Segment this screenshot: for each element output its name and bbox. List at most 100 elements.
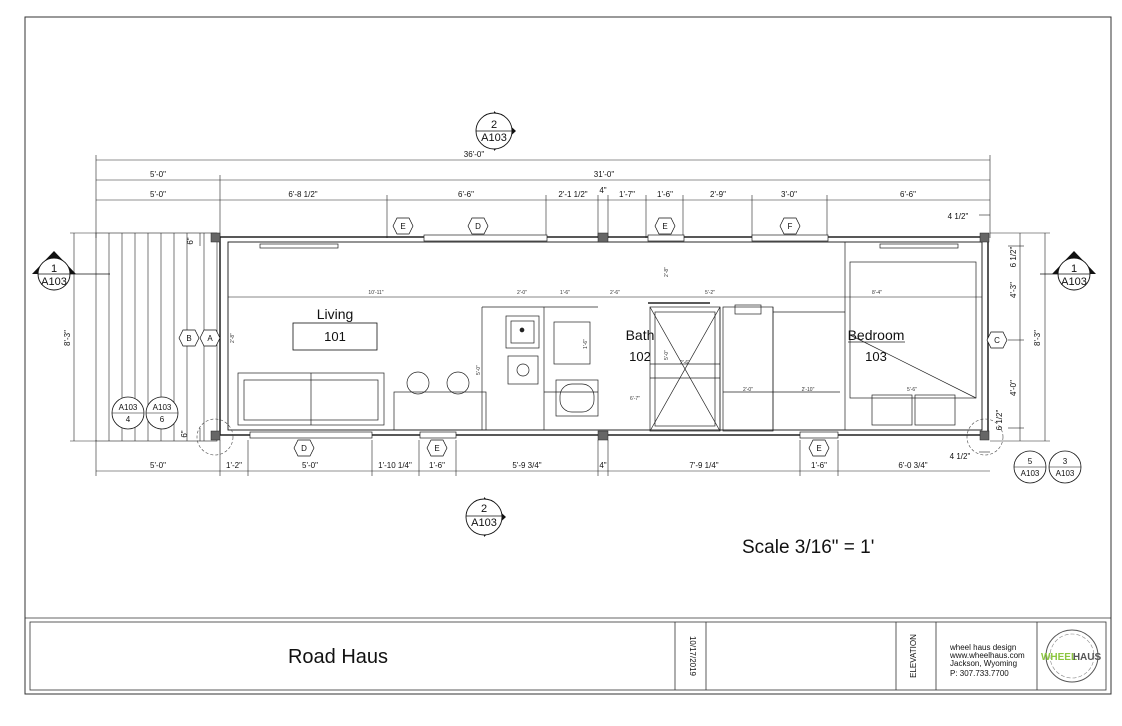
section-sheet: A103 [1061,276,1087,288]
dim-int-14: 1'-6" [583,339,589,349]
window-tag-top-d: D [467,217,489,235]
room-number-living: 101 [324,329,346,344]
dim-deck-top: 6" [186,237,195,244]
dim-body: 31'-0" [594,170,615,179]
room-name-bedroom: Bedroom [848,327,905,343]
section-marker-left: 1 A103 [32,251,110,291]
top-dimensions [95,155,991,238]
section-number: 2 [481,503,487,515]
room-number-bedroom: 103 [865,349,887,364]
corner-posts [210,232,990,441]
window-tag-bottom-d: D [293,439,315,457]
wheelhaus-logo: WHEEL HAUS [1041,629,1102,683]
room-tag-box-living [292,322,378,351]
room-name-living: Living [317,306,354,322]
dim-right-3: 4'-0" [1009,380,1018,396]
grid-tag-a: A [199,329,221,347]
dim-left-overall: 8'-3" [63,330,72,346]
dim-right-1: 6 1/2" [1009,247,1018,268]
dim-top-3: 2'-1 1/2" [558,190,587,199]
dim-int-16: 2'-8" [230,333,236,343]
sheet-border [24,16,1112,695]
logo-text-haus: HAUS [1073,652,1102,663]
dim-int-8: 2'-0" [743,387,753,393]
callout-number: 5 [1028,457,1033,466]
section-sheet: A103 [481,132,507,144]
callout-number: 3 [1063,457,1068,466]
window-tag-label: E [434,444,439,453]
section-number: 2 [491,119,497,131]
dim-top-6: 1'-6" [657,190,673,199]
dim-int-3: 1'-6" [560,290,570,296]
section-marker-right: 1 A103 [1040,251,1096,291]
detail-callout-1: A103 4 [111,396,145,430]
project-title: Road Haus [288,646,388,668]
dim-top-8: 3'-0" [781,190,797,199]
dim-top-4: 4" [599,186,606,195]
callout-sheet: A103 [1056,469,1075,478]
dim-int-6: 8'-4" [872,290,882,296]
window-tag-bottom-e2: E [808,439,830,457]
dim-deck: 5'-0" [150,170,166,179]
dim-bottom-corner: 4 1/2" [950,452,971,461]
window-tag-bottom-e1: E [426,439,448,457]
window-tag-label: D [301,444,307,453]
detail-callout-3: 5 A103 [1013,450,1047,484]
window-tag-label: D [475,222,481,231]
bedroom-furniture [844,242,977,430]
window-tag-top-e2: E [654,217,676,235]
detail-callout-2: A103 6 [145,396,179,430]
window-tag-top-f: F [779,217,801,235]
callout-sheet: A103 [153,403,172,412]
window-tag-label: E [400,222,405,231]
section-sheet: A103 [41,276,67,288]
dim-overall: 36'-0" [464,150,485,159]
dim-top-2: 6'-6" [458,190,474,199]
dim-bottom-10: 6'-0 3/4" [898,461,927,470]
window-tag-label: F [788,222,793,231]
section-marker-bottom: 2 A103 [465,497,506,537]
dim-int-12: 5'-0" [476,365,482,375]
dim-top-1: 6'-8 1/2" [288,190,317,199]
callout-number: 6 [160,415,165,424]
sheet-label: ELEVATION [909,634,918,678]
dashed-posts [196,418,1004,456]
dim-int-1: 10'-11" [368,290,383,296]
grid-tag-b: B [178,329,200,347]
dim-deck-2: 5'-0" [150,190,166,199]
window-tag-label: E [816,444,821,453]
bath-fixtures [648,302,845,432]
bottom-dimensions [95,440,990,476]
grid-tag-label: B [186,334,191,343]
company-web: www.wheelhaus.com [949,651,1025,660]
dim-right-2: 4'-3" [1009,282,1018,298]
side-dimensions [70,232,1050,442]
dim-bottom-1: 5'-0" [150,461,166,470]
room-name-bath: Bath [626,327,655,343]
dim-top-5: 1'-7" [619,190,635,199]
company-location: Jackson, Wyoming [950,659,1017,668]
section-marker-top: 2 A103 [475,111,516,151]
dim-int-10: 5'-6" [907,387,917,393]
dim-right-4: 6 1/2" [995,410,1004,431]
section-number: 1 [1071,263,1077,275]
grid-tag-label: C [994,336,1000,345]
dim-int-9: 2'-10" [802,387,815,393]
dim-bottom-7: 4" [599,461,606,470]
dim-bottom-4: 1'-10 1/4" [378,461,412,470]
dim-int-5: 5'-2" [705,290,715,296]
section-number: 1 [51,263,57,275]
living-furniture [237,306,599,431]
window-tag-top-e1: E [392,217,414,235]
dim-int-7: 2'-8" [664,267,670,277]
dim-int-4: 2'-6" [610,290,620,296]
grid-tag-c: C [986,331,1008,349]
dim-bottom-6: 5'-9 3/4" [512,461,541,470]
section-sheet: A103 [471,517,497,529]
grid-tag-label: A [207,334,213,343]
window-tag-label: E [662,222,667,231]
dim-int-13: 2'-6" [680,360,690,366]
dim-int-11: 6'-7" [630,396,640,402]
logo-text-wheel: WHEEL [1041,652,1077,663]
detail-callout-4: 3 A103 [1048,450,1082,484]
